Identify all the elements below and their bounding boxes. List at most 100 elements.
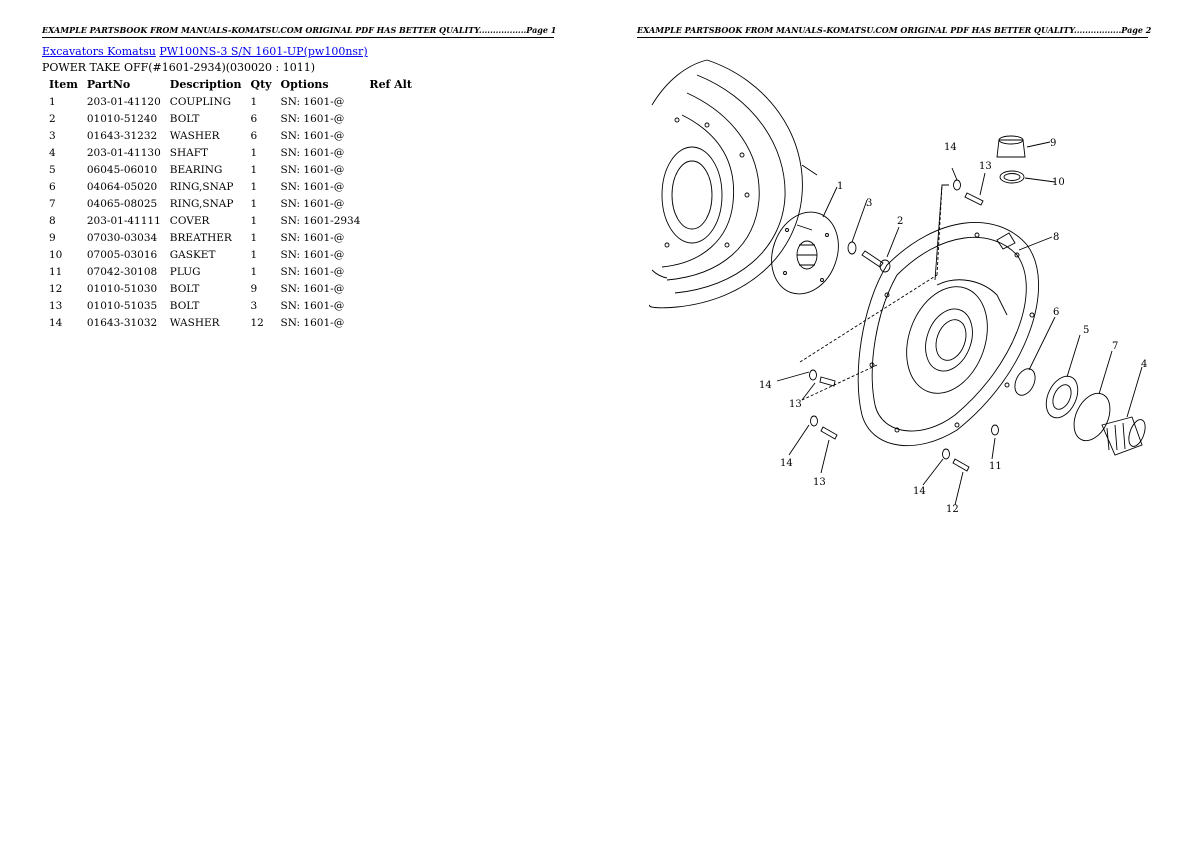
cell-qty: 1 [250, 95, 258, 108]
cell-ref-alt [366, 110, 418, 127]
cell-options: SN: 1601-@ [280, 248, 345, 261]
cell-item: 6 [49, 180, 56, 193]
parts-table: Item PartNo Description Qty Options Ref … [46, 76, 418, 331]
callout-8: 8 [1053, 232, 1059, 243]
cell-partno: 01643-31032 [86, 316, 158, 329]
callout-11: 11 [989, 461, 1002, 472]
callout-9: 9 [1050, 138, 1056, 149]
cell-qty: 6 [250, 112, 258, 125]
cell-partno: 07005-03016 [86, 248, 158, 261]
cell-qty: 1 [250, 180, 258, 193]
column-header-qty: Qty [250, 78, 272, 91]
table-header-row: Item PartNo Description Qty Options Ref … [46, 76, 418, 93]
callout-3: 3 [866, 198, 872, 209]
callout-1: 1 [837, 181, 843, 192]
column-header-description: Description [169, 78, 242, 91]
section-title: POWER TAKE OFF(#1601-2934)(030020 : 1011… [42, 61, 316, 74]
cell-partno: 04064-05020 [86, 180, 158, 193]
cell-item: 5 [49, 163, 56, 176]
column-header-options: Options [280, 78, 329, 91]
cell-qty: 1 [250, 231, 258, 244]
cell-item: 12 [49, 282, 63, 295]
cell-ref-alt [366, 178, 418, 195]
table-row: 2 01010-51240 BOLT 6 SN: 1601-@ [46, 110, 418, 127]
cell-item: 9 [49, 231, 56, 244]
cell-item: 1 [49, 95, 56, 108]
breadcrumb-link-model[interactable]: PW100NS-3 S/N 1601-UP(pw100nsr) [159, 45, 368, 58]
cell-options: SN: 1601-@ [280, 282, 345, 295]
cell-item: 3 [49, 129, 56, 142]
flywheel-housing-drawing [649, 59, 818, 309]
callout-14-mid: 14 [759, 380, 772, 391]
bolt-washer-drawing [847, 241, 891, 273]
cell-partno: 07042-30108 [86, 265, 158, 278]
cell-qty: 1 [250, 163, 258, 176]
cell-item: 8 [49, 214, 56, 227]
callout-13-low: 13 [813, 477, 826, 488]
cell-description: BOLT [169, 112, 200, 125]
cell-partno: 06045-06010 [86, 163, 158, 176]
cell-qty: 3 [250, 299, 258, 312]
cell-partno: 01643-31232 [86, 129, 158, 142]
cell-qty: 1 [250, 248, 258, 261]
cell-description: WASHER [169, 129, 220, 142]
column-header-ref-alt: Ref Alt [369, 78, 412, 91]
cell-ref-alt [366, 263, 418, 280]
cell-partno: 01010-51030 [86, 282, 158, 295]
breather-drawing [996, 135, 1026, 184]
bearing-shaft-drawing [1014, 368, 1146, 456]
callout-2: 2 [897, 216, 903, 227]
cell-options: SN: 1601-@ [280, 129, 345, 142]
cell-partno: 01010-51240 [86, 112, 158, 125]
cell-options: SN: 1601-@ [280, 146, 345, 159]
callout-4: 4 [1141, 359, 1147, 370]
cell-ref-alt [366, 246, 418, 263]
cell-partno: 07030-03034 [86, 231, 158, 244]
callout-10: 10 [1052, 177, 1065, 188]
page1-header: EXAMPLE PARTSBOOK FROM MANUALS-KOMATSU.C… [42, 25, 556, 38]
cell-description: GASKET [169, 248, 216, 261]
cell-ref-alt [366, 229, 418, 246]
cell-ref-alt [366, 127, 418, 144]
cell-partno: 203-01-41130 [86, 146, 161, 159]
cell-qty: 1 [250, 265, 258, 278]
cell-description: COVER [169, 214, 210, 227]
breadcrumb-link-category[interactable]: Excavators Komatsu [42, 45, 156, 58]
cell-description: WASHER [169, 316, 220, 329]
cell-options: SN: 1601-@ [280, 265, 345, 278]
cell-description: BREATHER [169, 231, 232, 244]
cell-options: SN: 1601-@ [280, 112, 345, 125]
cell-ref-alt [366, 195, 418, 212]
cell-item: 13 [49, 299, 63, 312]
cell-options: SN: 1601-@ [280, 231, 345, 244]
cell-qty: 12 [250, 316, 264, 329]
cell-ref-alt [366, 212, 418, 229]
callout-14-bottom: 14 [913, 486, 926, 497]
callout-14-low: 14 [780, 458, 793, 469]
cell-item: 4 [49, 146, 56, 159]
cell-description: SHAFT [169, 146, 209, 159]
cell-description: BEARING [169, 163, 223, 176]
cell-item: 2 [49, 112, 56, 125]
cell-ref-alt [366, 161, 418, 178]
table-row: 9 07030-03034 BREATHER 1 SN: 1601-@ [46, 229, 418, 246]
callout-5: 5 [1083, 325, 1089, 336]
cell-qty: 6 [250, 129, 258, 142]
cell-item: 10 [49, 248, 63, 261]
cell-description: BOLT [169, 282, 200, 295]
cell-options: SN: 1601-@ [280, 299, 345, 312]
cell-description: BOLT [169, 299, 200, 312]
cell-qty: 1 [250, 214, 258, 227]
cell-qty: 1 [250, 197, 258, 210]
cell-ref-alt [366, 93, 418, 110]
cell-options: SN: 1601-@ [280, 197, 345, 210]
leader-lines [776, 141, 1143, 506]
